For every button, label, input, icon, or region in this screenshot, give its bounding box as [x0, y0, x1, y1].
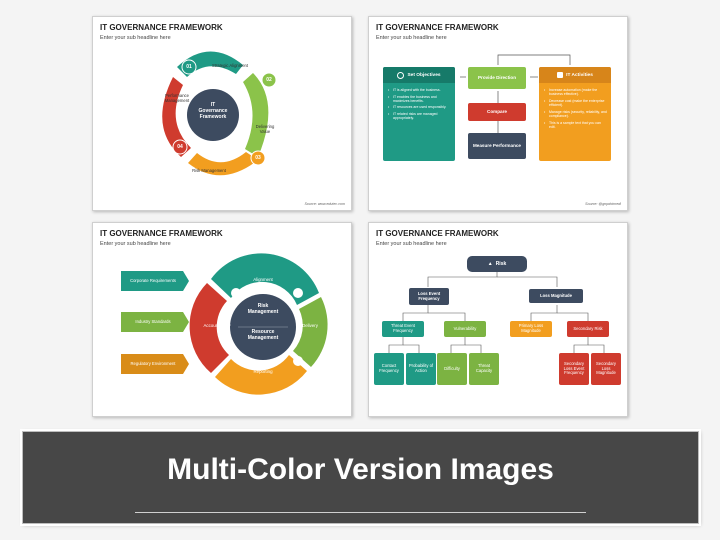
node-secondary-loss-magnitude: Secondary Loss Magnitude: [591, 353, 621, 385]
node-loss-magnitude: Loss Magnitude: [529, 289, 583, 303]
source-note: Source: @gnpdotmedi: [585, 202, 621, 206]
bullet: IT enables the business and maximizes be…: [388, 95, 451, 104]
bullet: IT resources are used responsibly.: [388, 105, 451, 110]
center-label: IT Governance Framework: [198, 102, 228, 120]
bullet: This is a sample text that you can edit.: [544, 121, 607, 130]
set-objectives-card: Set Objectives IT is aligned with the bu…: [383, 67, 455, 161]
arrow-regulatory-environment: Regulatory Environment: [130, 360, 176, 366]
arrow-shape: [121, 312, 189, 332]
node-threat-event-frequency: Threat Event Frequency: [382, 321, 424, 337]
segment-risk-management: [188, 152, 258, 176]
bullet: Decrease cost (make the enterprise effic…: [544, 99, 607, 108]
node-secondary-risk: Secondary Risk: [567, 321, 609, 337]
label-delivering-value: Delivering Value: [255, 124, 275, 134]
measure-performance-box: Measure Performance: [468, 133, 526, 159]
gear-icon: [557, 72, 564, 78]
center-resource-management: Resource Management: [247, 329, 279, 341]
node-primary-loss-magnitude: Primary Loss Magnitude: [510, 321, 552, 337]
arrow-shape: [121, 271, 189, 291]
label-performance-management: Performance Management: [164, 93, 190, 103]
set-objectives-title: Set Objectives: [407, 72, 441, 78]
number-badge: [250, 150, 266, 166]
caption-banner: Multi-Color Version Images: [22, 431, 699, 524]
number-03: 03: [255, 155, 261, 161]
set-objectives-header: Set Objectives: [383, 67, 455, 83]
node-probability-of-action: Probability of Action: [406, 353, 436, 385]
slide-subtitle: Enter your sub headline here: [100, 241, 171, 247]
label-reporting: Reporting: [253, 369, 273, 374]
number-badge: [181, 59, 197, 75]
slide-thumbnail-2[interactable]: IT GOVERNANCE FRAMEWORK Enter your sub h…: [368, 16, 628, 211]
it-activities-card: IT Activities Increase automation (make …: [539, 67, 611, 161]
label-strategic-alignment: Strategic Alignment: [211, 63, 249, 68]
label-delivery: Delivery: [302, 323, 318, 328]
warning-icon: ▲: [487, 260, 493, 267]
bullet: Manage risks (security, reliability, and…: [544, 110, 607, 119]
slide-title: IT GOVERNANCE FRAMEWORK: [100, 229, 223, 238]
node-contact-frequency: Contact Frequency: [374, 353, 404, 385]
node-threat-capacity: Threat Capacity: [469, 353, 499, 385]
bullet: IT related risks are managed appropriate…: [388, 112, 451, 121]
it-activities-title: IT Activities: [566, 72, 593, 78]
risk-root-label: Risk: [495, 260, 507, 267]
segment-alignment: [211, 253, 319, 305]
number-01: 01: [186, 64, 192, 70]
node-secondary-loss-event-frequency: Secondary Loss Event Frequency: [559, 353, 589, 385]
management-ring: [189, 253, 328, 395]
arrow-corporate-requirements: Corporate Requirements: [130, 277, 176, 283]
node-difficulty: Difficulty: [437, 353, 467, 385]
node-loss-event-frequency: Loss Event Frequency: [409, 288, 449, 305]
slide-title: IT GOVERNANCE FRAMEWORK: [376, 23, 499, 32]
slide-thumbnail-1[interactable]: IT GOVERNANCE FRAMEWORK Enter your sub h…: [92, 16, 352, 211]
risk-root-node: ▲ Risk: [467, 256, 527, 272]
segment-delivering-value: [243, 73, 269, 157]
icon-badge: [231, 288, 241, 298]
icon-badge: [228, 346, 238, 356]
slide-subtitle: Enter your sub headline here: [376, 241, 447, 247]
center-circle: [187, 89, 239, 141]
slide-thumbnail-4[interactable]: IT GOVERNANCE FRAMEWORK Enter your sub h…: [368, 222, 628, 417]
node-vulnerability: Vulnerability: [444, 321, 486, 337]
compare-box: Compare: [468, 103, 526, 121]
number-02: 02: [266, 77, 272, 83]
banner-title: Multi-Color Version Images: [167, 453, 554, 486]
tree-connectors: [388, 271, 605, 353]
it-activities-bullets: Increase automation (make the business e…: [539, 83, 611, 129]
label-alignment: Alignment: [253, 277, 273, 282]
slide-subtitle: Enter your sub headline here: [100, 35, 171, 41]
number-badge: [261, 72, 277, 88]
bullet: IT is aligned with the business.: [388, 88, 451, 93]
input-arrows: [121, 271, 189, 374]
banner-underline: [135, 512, 586, 513]
number-04: 04: [177, 144, 183, 150]
arrow-industry-standards: Industry Standards: [135, 318, 171, 324]
label-risk-management: Risk Management: [192, 168, 226, 173]
segment-reporting: [215, 355, 307, 395]
segment-accountability: [189, 283, 229, 373]
slide-title: IT GOVERNANCE FRAMEWORK: [376, 229, 499, 238]
segment-performance-management: [162, 77, 191, 157]
source-note: Source: www.edutec.com: [304, 202, 345, 206]
slide-thumbnail-3[interactable]: IT GOVERNANCE FRAMEWORK Enter your sub h…: [92, 222, 352, 417]
arrow-shape: [121, 354, 189, 374]
slide-title: IT GOVERNANCE FRAMEWORK: [100, 23, 223, 32]
icon-badge: [293, 356, 303, 366]
bullet: Increase automation (make the business e…: [544, 88, 607, 97]
segment-delivery: [293, 297, 328, 367]
target-icon: [397, 71, 405, 79]
icon-badge: [293, 288, 303, 298]
center-risk-management: Risk Management: [247, 303, 279, 315]
flow-connectors: [460, 54, 571, 133]
set-objectives-bullets: IT is aligned with the business. IT enab…: [383, 83, 455, 121]
label-accountability: Accountability: [203, 323, 231, 328]
it-activities-header: IT Activities: [539, 67, 611, 83]
provide-direction-box: Provide Direction: [468, 67, 526, 89]
number-badge: [172, 139, 188, 155]
cycle-diagram: [162, 51, 277, 176]
slide-subtitle: Enter your sub headline here: [376, 35, 447, 41]
